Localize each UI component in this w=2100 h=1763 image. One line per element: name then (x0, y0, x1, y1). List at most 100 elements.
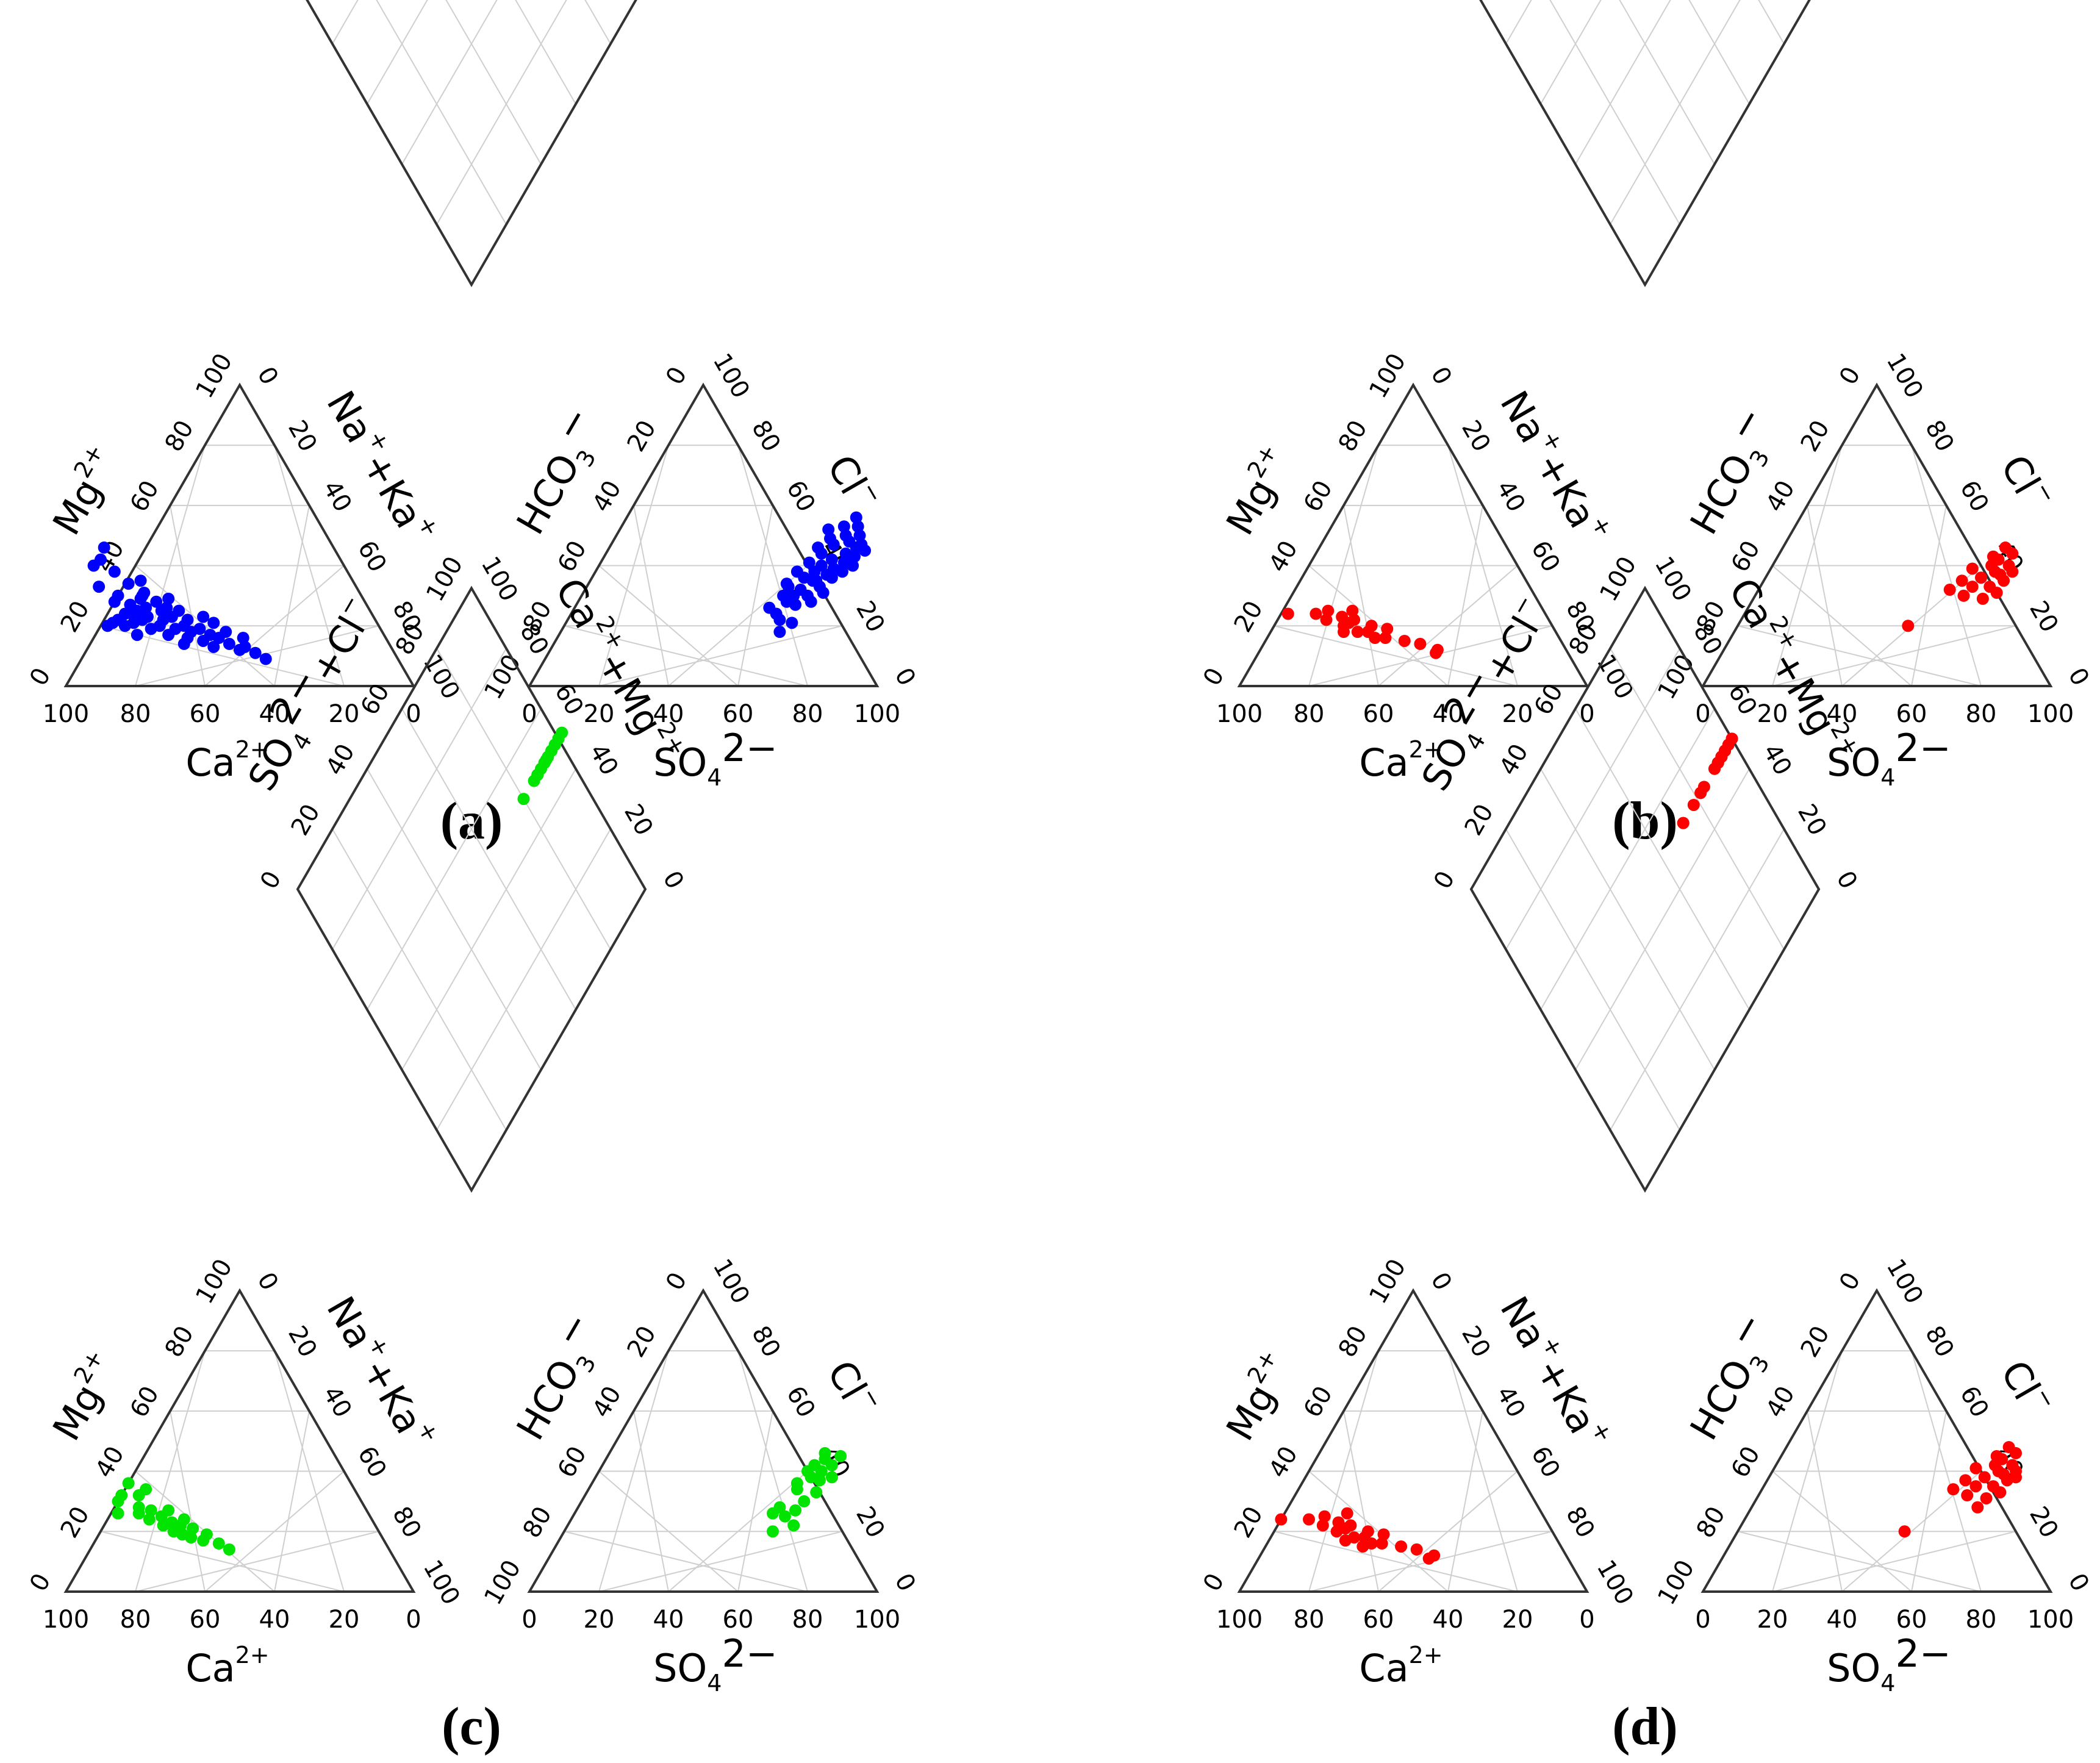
data-points (1275, 732, 2022, 1565)
axis-label-so4: SO42− (1827, 1631, 1951, 1696)
tick-label: 60 (1525, 536, 1565, 577)
cation-point (1338, 626, 1350, 638)
cation-triangle (63, 1288, 416, 1593)
tick-label: 40 (587, 476, 627, 517)
tick-label: 40 (259, 700, 290, 728)
cation-point (134, 592, 147, 605)
cation-point (112, 1507, 124, 1520)
tick-label: 100 (708, 1254, 755, 1309)
tick-label: 0 (1579, 1606, 1594, 1634)
diamond-point (1719, 745, 1732, 757)
tick-label: 60 (1954, 1381, 1994, 1422)
tick-label: 40 (653, 700, 684, 728)
axis-label-mg: Mg2+ (1213, 439, 1301, 542)
tick-label: 100 (1652, 1555, 1700, 1609)
tick-label: 20 (1792, 799, 1832, 840)
tick-label: 0 (1834, 362, 1866, 390)
diamond-point (1708, 762, 1721, 775)
tick-label: 60 (781, 1381, 820, 1422)
cation-point (1395, 1540, 1408, 1553)
anion-point (790, 1483, 803, 1496)
cation-point (143, 1513, 156, 1526)
tick-label: 20 (622, 1321, 662, 1362)
tick-label: 100 (1881, 349, 1929, 403)
tick-label: 20 (622, 416, 662, 457)
anion-point (824, 532, 837, 545)
anion-point (810, 1486, 823, 1499)
diamond-point (1687, 798, 1700, 811)
anion-point (1976, 592, 1989, 605)
tick-label: 20 (850, 596, 890, 637)
tick-label: 80 (1691, 1502, 1731, 1543)
tick-label: 20 (1757, 700, 1788, 728)
tick-label: 60 (1954, 476, 1994, 517)
tick-label: 100 (190, 1254, 238, 1309)
cation-point (187, 1522, 199, 1535)
anion-point (1969, 1462, 1982, 1475)
piper-panel-a: 1000001001000100802020208080208060404040… (24, 0, 921, 851)
anion-point (819, 1447, 831, 1459)
tick-label: 20 (282, 1321, 322, 1362)
cation-point (1322, 604, 1335, 617)
data-points (112, 726, 847, 1556)
cation-point (1275, 1513, 1288, 1526)
tick-label: 80 (1333, 1321, 1373, 1362)
tick-label: 100 (1364, 1254, 1411, 1309)
tick-label: 60 (1726, 536, 1766, 577)
anion-point (1959, 1474, 1972, 1487)
tick-label: 80 (1294, 1606, 1325, 1634)
anion-point (1947, 1483, 1960, 1496)
anion-point (822, 523, 835, 536)
cation-point (1339, 1534, 1352, 1547)
anion-point (1994, 1486, 2007, 1499)
tick-label: 80 (1560, 1502, 1600, 1543)
cation-point (1381, 623, 1394, 635)
tick-label: 60 (1726, 1442, 1766, 1482)
axis-label-na-k: Na++Ka+ (1491, 381, 1619, 553)
axis-label-hco3: HCO3− (1669, 1304, 1791, 1450)
tick-label: 60 (553, 1442, 592, 1482)
anion-point (1978, 1471, 1991, 1484)
data-points (87, 511, 872, 665)
tick-label: 100 (190, 349, 238, 403)
tick-label: 80 (1333, 416, 1373, 457)
tick-label: 0 (2062, 663, 2095, 690)
axis-label-na-k: Na++Ka+ (1491, 1287, 1619, 1458)
tick-label: 80 (1294, 700, 1325, 728)
anion-point (790, 565, 803, 578)
tick-label: 60 (352, 1442, 392, 1482)
grid-lines (100, 0, 843, 687)
cation-point (108, 565, 121, 578)
tick-label: 100 (1216, 1606, 1263, 1634)
anion-point (1966, 581, 1979, 593)
cation-point (185, 1531, 198, 1544)
tick-label: 60 (190, 1606, 221, 1634)
cation-point (1365, 620, 1378, 632)
anion-point (837, 520, 850, 533)
axis-label-cl: Cl− (1992, 1351, 2063, 1424)
tick-label: 100 (479, 649, 526, 704)
tick-labels: 1000001001000100802020208080208060404040… (1198, 349, 2095, 728)
anion-point (1971, 1501, 1984, 1514)
axis-label-so4: SO42− (653, 1631, 778, 1696)
tick-label: 40 (321, 739, 360, 780)
tick-label: 60 (125, 476, 165, 517)
tick-label: 60 (1363, 700, 1394, 728)
tick-label: 40 (1827, 1606, 1858, 1634)
cation-point (197, 610, 210, 623)
anion-point (1980, 1492, 1993, 1504)
cation-point (1361, 1525, 1374, 1538)
axis-label-so4: SO42− (1827, 726, 1951, 790)
tick-label: 80 (518, 1502, 557, 1543)
anion-point (803, 556, 815, 569)
cation-point (131, 629, 143, 642)
tick-label: 100 (1649, 552, 1697, 606)
tick-label: 0 (1428, 867, 1461, 894)
anion-point (855, 538, 868, 551)
axis-label-cl: Cl− (819, 1351, 889, 1424)
anion-point (2002, 1441, 2015, 1454)
tick-label: 20 (2024, 1502, 2063, 1543)
tick-label: 80 (1919, 1321, 1959, 1362)
tick-label: 0 (24, 663, 57, 690)
cation-point (1310, 607, 1322, 620)
